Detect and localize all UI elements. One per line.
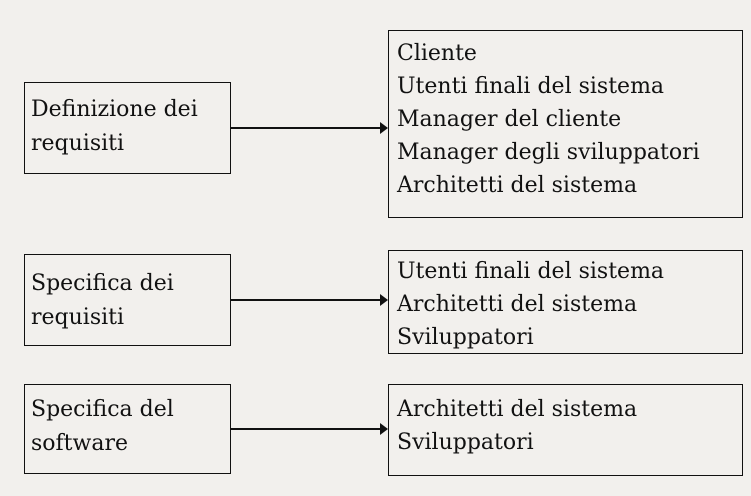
target-box-specifica-software: Architetti del sistema Sviluppatori	[388, 384, 743, 476]
source-label-line: requisiti	[31, 305, 125, 330]
source-box-specifica-software: Specifica del software	[24, 384, 231, 474]
source-label-line: Specifica dei	[31, 271, 174, 296]
arrow-connector	[231, 423, 388, 435]
source-label-line: Specifica del	[31, 397, 174, 422]
target-item: Manager degli sviluppatori	[397, 140, 700, 165]
source-label-line: Definizione dei	[31, 97, 198, 122]
target-box-specifica-requisiti: Utenti finali del sistema Architetti del…	[388, 250, 743, 354]
target-item: Sviluppatori	[397, 430, 534, 455]
target-item: Cliente	[397, 41, 477, 66]
arrow-connector	[231, 294, 388, 306]
target-item: Architetti del sistema	[397, 292, 638, 317]
source-label-line: requisiti	[31, 131, 125, 156]
target-item: Architetti del sistema	[397, 173, 638, 198]
source-box-specifica-requisiti: Specifica dei requisiti	[24, 254, 231, 346]
target-item: Sviluppatori	[397, 325, 534, 350]
target-box-definizione-requisiti: Cliente Utenti finali del sistema Manage…	[388, 30, 743, 218]
target-item: Manager del cliente	[397, 107, 622, 132]
target-item: Utenti finali del sistema	[397, 74, 665, 99]
arrow-connector	[231, 122, 388, 134]
target-item: Architetti del sistema	[397, 397, 638, 422]
target-item: Utenti finali del sistema	[397, 259, 665, 284]
source-box-definizione-requisiti: Definizione dei requisiti	[24, 82, 231, 174]
source-label-line: software	[31, 431, 129, 456]
